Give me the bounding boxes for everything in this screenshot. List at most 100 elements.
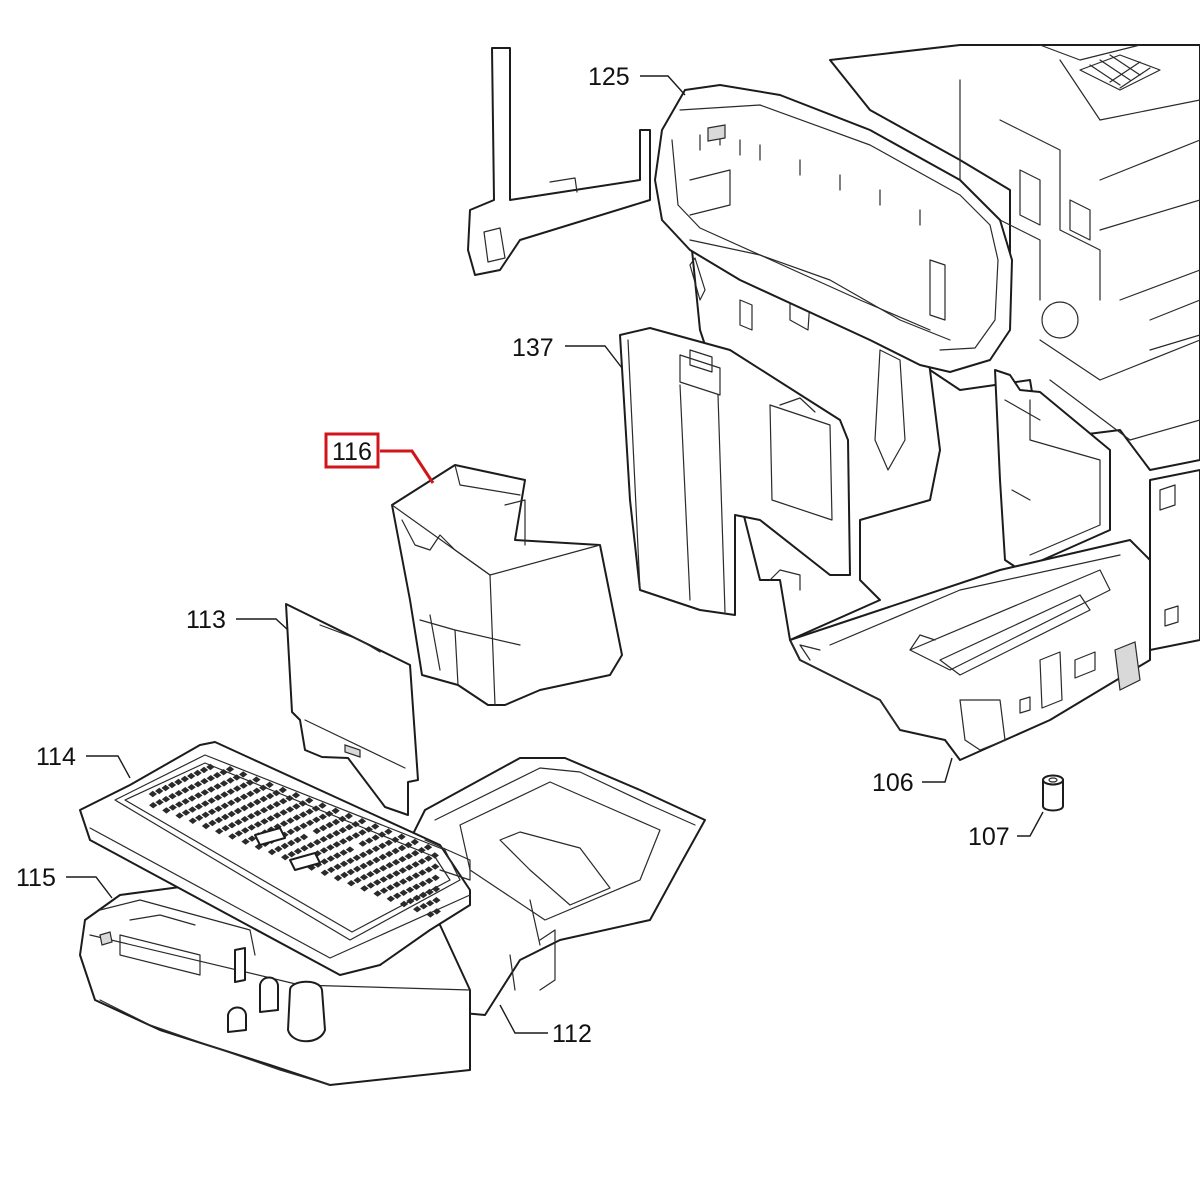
grille-hole: [378, 842, 387, 849]
grille-hole: [419, 903, 428, 910]
grille-hole: [240, 804, 249, 812]
grille-hole: [278, 786, 287, 794]
grille-hole: [273, 812, 282, 819]
grille-hole: [372, 868, 381, 875]
leader-107: [1017, 811, 1044, 837]
grille-hole: [285, 806, 295, 813]
grille-hole: [300, 845, 309, 852]
grille-hole: [312, 827, 321, 835]
grille-hole: [247, 813, 256, 820]
grille-hole: [404, 853, 413, 860]
grille-hole: [417, 858, 427, 865]
grille-hole: [245, 779, 255, 786]
grille-hole: [253, 798, 262, 806]
grille-hole: [187, 795, 197, 802]
grille-hole: [246, 790, 255, 797]
grille-hole: [418, 880, 427, 887]
grille-hole: [327, 866, 336, 873]
grille-hole: [298, 800, 307, 807]
grille-hole: [366, 882, 375, 889]
grille-hole: [360, 885, 369, 892]
grille-hole: [318, 813, 327, 820]
grille-hole: [175, 812, 184, 819]
grille-hole: [193, 781, 203, 788]
grille-hole: [405, 875, 414, 882]
grille-hole: [194, 803, 203, 810]
grille-hole: [372, 856, 381, 864]
grille-hole: [195, 814, 204, 821]
grille-hole: [259, 784, 268, 791]
grille-hole: [239, 771, 248, 778]
grille-hole: [274, 845, 283, 853]
grille-hole: [291, 792, 301, 799]
grille-hole: [331, 818, 341, 826]
grille-hole: [319, 824, 328, 832]
grille-hole: [286, 828, 295, 835]
callout-112: 112: [552, 1020, 592, 1048]
grille-hole: [259, 795, 268, 803]
grille-hole: [187, 784, 196, 791]
grille-hole: [359, 874, 369, 881]
grille-hole: [213, 783, 222, 790]
grille-hole: [365, 848, 374, 855]
grille-hole: [226, 777, 235, 784]
grille-holes: [148, 763, 441, 918]
grille-hole: [397, 844, 407, 852]
grille-hole: [247, 824, 256, 831]
grille-hole: [227, 799, 236, 806]
grille-hole: [331, 807, 340, 814]
grille-hole: [201, 811, 210, 818]
grille-hole: [187, 772, 196, 780]
grille-hole: [371, 845, 381, 852]
callout-125: 125: [588, 63, 630, 91]
grille-hole: [357, 818, 367, 825]
grille-hole: [299, 811, 308, 818]
grille-hole: [406, 897, 415, 905]
grille-hole: [155, 799, 164, 806]
grille-hole: [364, 826, 373, 833]
grille-hole: [425, 900, 435, 907]
grille-hole: [332, 841, 341, 848]
grille-hole: [266, 815, 275, 822]
grille-hole: [286, 817, 295, 824]
grille-hole: [148, 790, 157, 798]
grille-hole: [155, 787, 164, 795]
grille-hole: [384, 839, 393, 846]
grille-hole: [225, 766, 235, 773]
grille-hole: [379, 876, 388, 883]
grille-hole: [260, 818, 269, 825]
grille-hole: [325, 833, 335, 840]
grille-hole: [200, 789, 209, 796]
leader-116: [380, 449, 435, 484]
grille-hole: [311, 805, 321, 812]
grille-hole: [168, 793, 177, 800]
grille-hole: [399, 878, 408, 885]
grille-hole: [398, 856, 407, 863]
grille-hole: [200, 778, 209, 785]
grille-hole: [181, 809, 191, 816]
grille-hole: [379, 887, 389, 894]
grille-hole: [412, 883, 421, 890]
grille-hole: [305, 797, 314, 804]
grille-hole: [293, 848, 303, 855]
grille-hole: [293, 825, 302, 832]
callout-106: 106: [872, 769, 914, 797]
grille-hole: [352, 854, 361, 861]
grille-hole: [377, 831, 387, 838]
grille-hole: [385, 862, 394, 869]
grille-hole: [265, 781, 274, 788]
grille-hole: [373, 890, 382, 897]
grille-hole: [345, 835, 354, 842]
grille-hole: [339, 860, 349, 867]
grille-hole: [346, 868, 355, 876]
grille-hole: [399, 900, 409, 908]
grille-hole: [206, 763, 215, 771]
grille-hole: [279, 820, 289, 827]
grille-hole: [353, 877, 362, 884]
grille-hole: [417, 847, 426, 854]
grille-hole: [280, 842, 289, 850]
grille-hole: [253, 821, 263, 828]
grille-hole: [220, 802, 229, 809]
